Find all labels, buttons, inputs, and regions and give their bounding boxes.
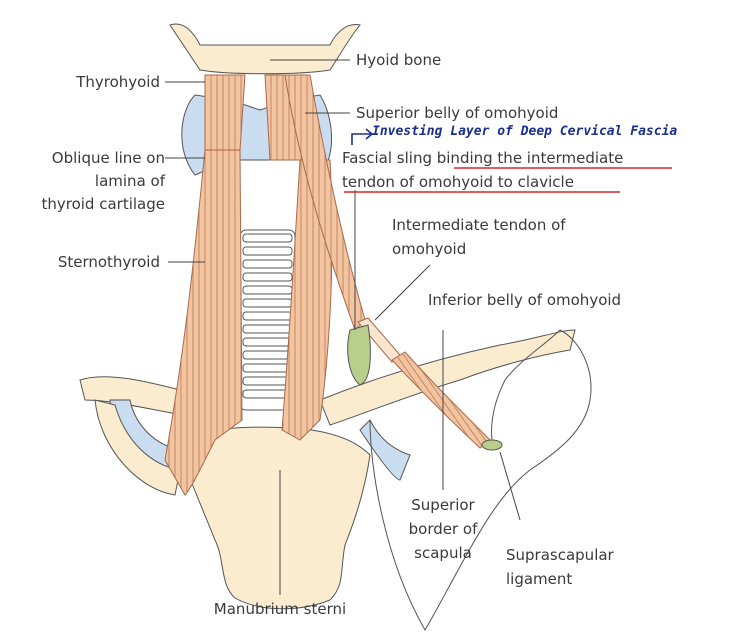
label-intermediate-tendon-1: Intermediate tendon of: [392, 215, 566, 235]
label-intermediate-tendon-2: omohyoid: [392, 239, 466, 259]
suprascapular-ligament: [482, 440, 502, 450]
left-thyrohyoid: [205, 75, 245, 150]
label-superior-border-1: Superior: [400, 495, 486, 515]
label-inferior-belly: Inferior belly of omohyoid: [428, 290, 621, 310]
label-superior-belly: Superior belly of omohyoid: [356, 103, 558, 123]
label-manubrium: Manubrium sterni: [195, 599, 365, 619]
label-superior-border-3: scapula: [400, 543, 486, 563]
label-oblique-line-3: thyroid cartilage: [5, 194, 165, 214]
hyoid-bone: [170, 24, 360, 74]
label-superior-border-2: border of: [400, 519, 486, 539]
label-suprascapular-2: ligament: [506, 569, 572, 589]
label-hyoid-bone: Hyoid bone: [356, 50, 441, 70]
label-thyrohyoid: Thyrohyoid: [40, 72, 160, 92]
fascial-sling: [348, 325, 371, 385]
label-fascial-sling-1: Fascial sling binding the intermediate: [342, 148, 623, 168]
label-oblique-line-2: lamina of: [5, 171, 165, 191]
annotation-arrow: [352, 129, 372, 145]
label-sternothyroid: Sternothyroid: [20, 252, 160, 272]
label-suprascapular-1: Suprascapular: [506, 545, 614, 565]
handwritten-annotation: Investing Layer of Deep Cervical Fascia: [372, 124, 677, 139]
label-oblique-line-1: Oblique line on: [5, 148, 165, 168]
label-fascial-sling-2: tendon of omohyoid to clavicle: [342, 172, 574, 192]
